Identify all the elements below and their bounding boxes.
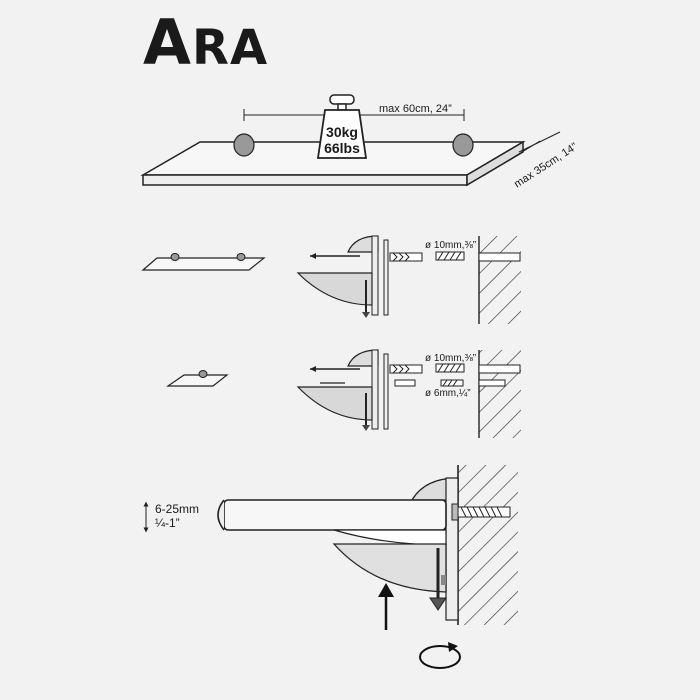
row1-drill-label: ø 10mm,⅜” [425,240,476,251]
rotate-arrow-icon [419,642,461,669]
row2-bracket-detail [296,349,389,431]
row2-anchors [389,363,465,387]
weight-kg-label: 30kg [326,124,358,140]
row1-bracket-detail [296,235,389,318]
brand-title-first: A [143,6,192,79]
row2-drill-small-label: ø 6mm,¼” [425,387,471,399]
row1-wall [478,236,521,324]
bottom-bracket-detail [217,477,511,621]
bottom-wall [457,465,518,625]
row2-small-shelf [166,370,229,387]
bracket-clamp-left [233,133,255,157]
weight-lbs-label: 66lbs [324,140,360,156]
bracket-clamp-right [452,133,474,157]
thick-glass-shelf [223,499,447,531]
row1-small-shelf [141,253,266,271]
top-shelf-illustration [140,94,561,187]
thickness-imperial-label: ¼-1” [155,516,180,530]
row2-drill-large-label: ø 10mm,⅜” [425,353,476,364]
bracket-lower-plate [332,543,447,593]
wall-screw [451,503,511,521]
brand-title-rest: RA [191,20,269,76]
brand-title: ARA [143,6,268,79]
row2-wall [478,350,521,438]
row1-anchors [389,251,465,262]
max-width-label: max 60cm, 24” [379,103,452,115]
weight-icon [316,94,368,159]
thickness-metric-label: 6-25mm [155,502,199,516]
push-up-arrow [378,583,394,630]
